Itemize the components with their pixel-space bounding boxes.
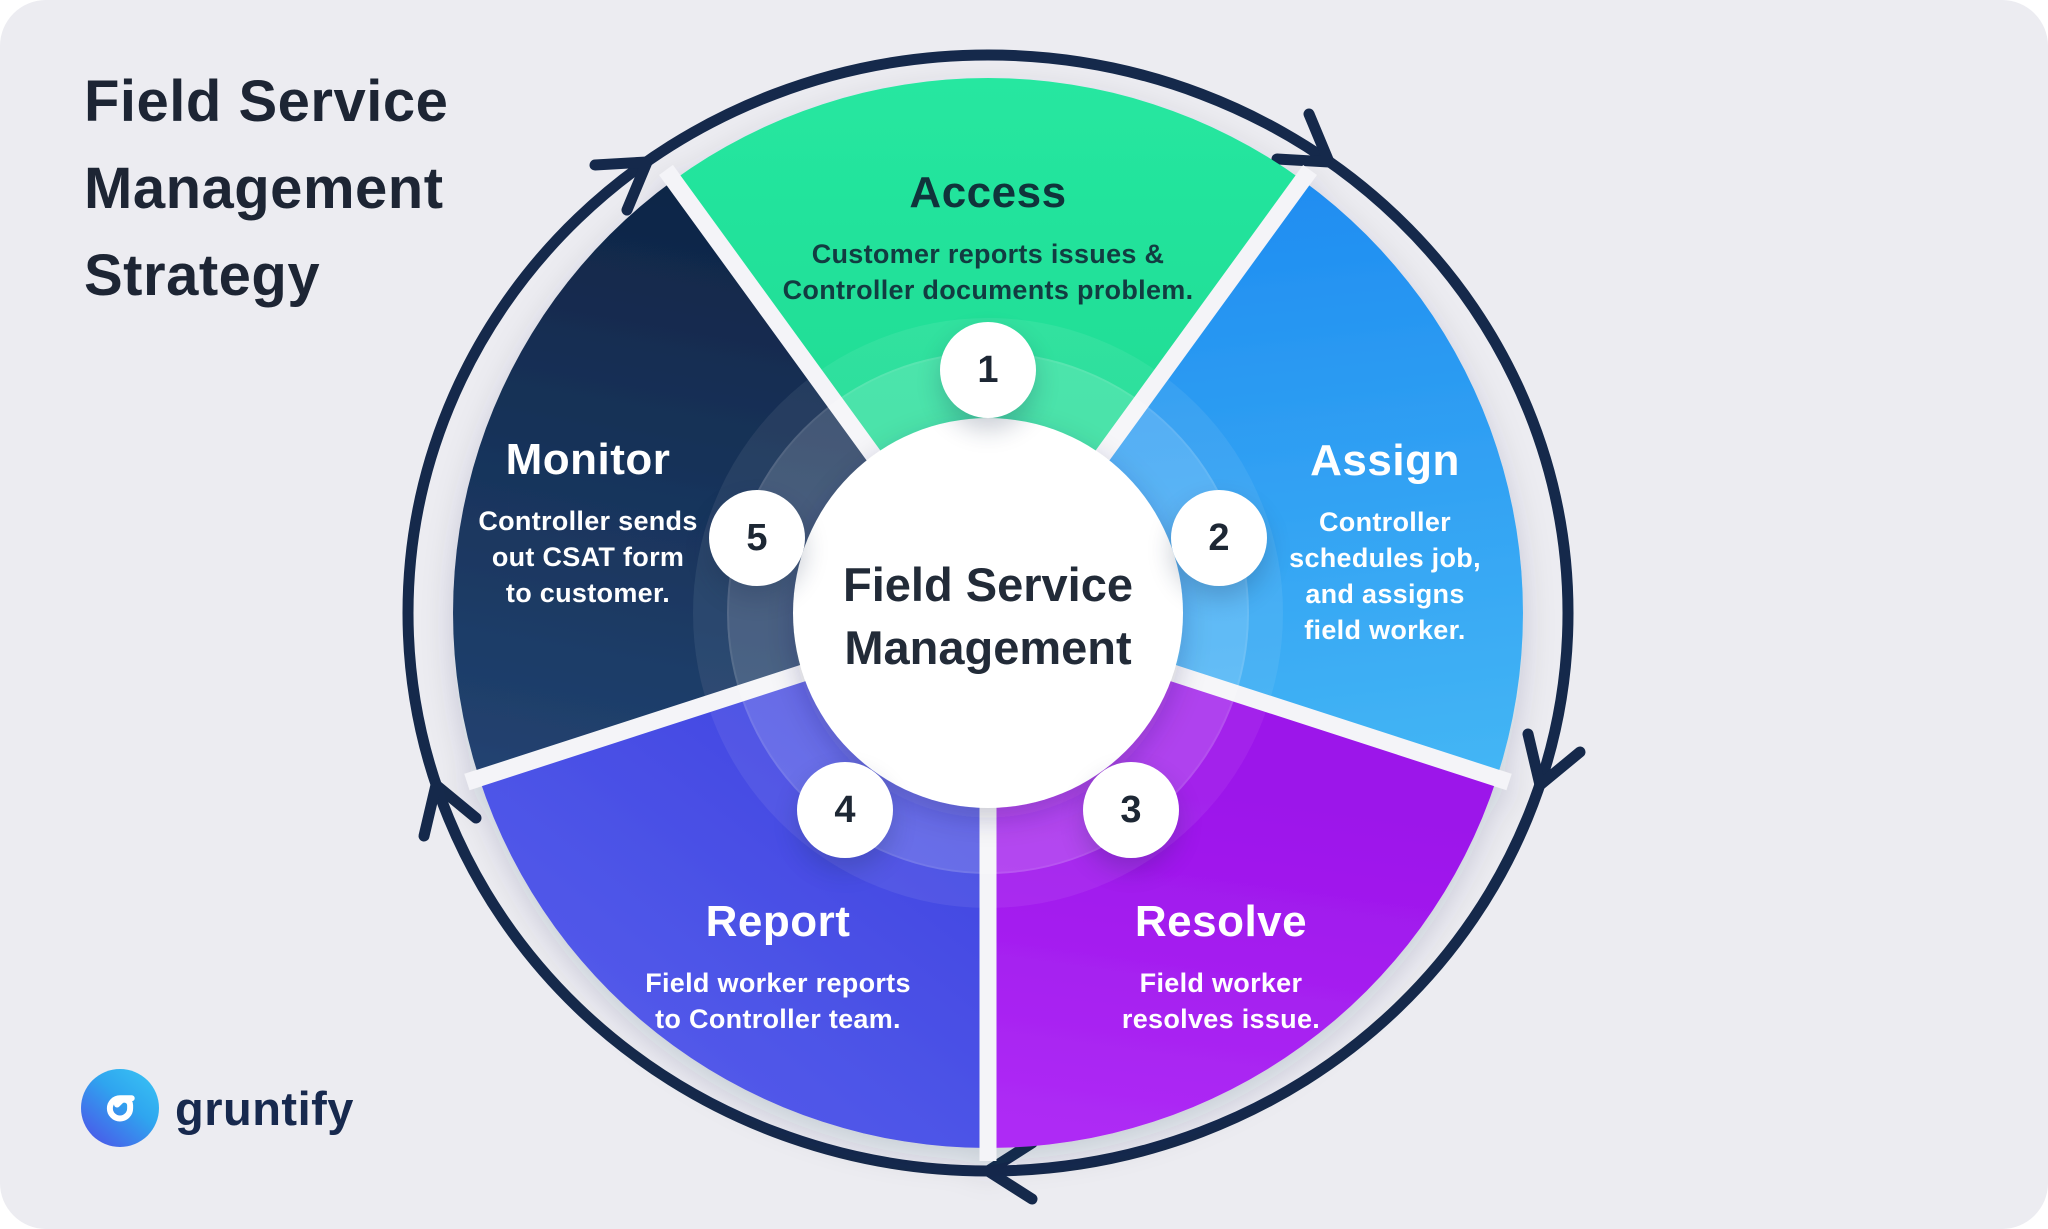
segment-body-line: Controller: [1318, 507, 1451, 537]
step-badge-4: 4: [797, 762, 893, 858]
arrowhead-icon: [1271, 108, 1335, 168]
gruntify-logo: gruntify: [81, 1069, 354, 1147]
page-title-line: Strategy: [84, 243, 321, 308]
gruntify-logo-icon: [81, 1069, 159, 1147]
segment-label-report: Report Field worker reports to Controlle…: [645, 895, 911, 1037]
segment-label-assign: Assign Controller schedules job, and ass…: [1289, 434, 1481, 648]
center-label-line: Field Service: [843, 558, 1133, 611]
step-number: 1: [977, 348, 999, 391]
center-label: Field Service Management: [843, 553, 1133, 679]
page-title-line: Management: [84, 156, 444, 221]
segment-heading: Assign: [1310, 436, 1460, 485]
segment-heading: Resolve: [1134, 897, 1308, 946]
segment-body-line: field worker.: [1304, 615, 1466, 645]
step-number: 2: [1208, 516, 1230, 559]
segment-label-resolve: Resolve Field worker resolves issue.: [1122, 895, 1320, 1037]
segment-body-line: Controller sends: [478, 506, 698, 536]
segment-body-line: to customer.: [505, 578, 671, 608]
segment-body-line: Field worker: [1139, 968, 1303, 998]
segment-heading: Access: [909, 168, 1067, 217]
segment-label-access: Access Customer reports issues & Control…: [783, 166, 1194, 308]
logo-text: gruntify: [175, 1081, 354, 1135]
segment-heading: Report: [705, 897, 851, 946]
segment-body-line: Customer reports issues &: [811, 239, 1165, 269]
arrowhead-icon: [589, 156, 653, 216]
segment-body-line: Field worker reports: [645, 968, 911, 998]
segment-label-monitor: Monitor Controller sends out CSAT form t…: [478, 433, 697, 611]
step-number: 5: [746, 516, 768, 559]
step-badge-3: 3: [1083, 762, 1179, 858]
segment-body-line: to Controller team.: [655, 1004, 901, 1034]
center-circle: [793, 418, 1183, 808]
page-title-line: Field Service: [84, 69, 449, 134]
step-badge-5: 5: [709, 490, 805, 586]
segment-body-line: resolves issue.: [1121, 1004, 1321, 1034]
arrowhead-icon: [1522, 728, 1586, 791]
step-badge-1: 1: [940, 322, 1036, 418]
arrowhead-icon: [418, 779, 482, 842]
page-title: Field Service Management Strategy: [84, 58, 448, 319]
segment-body-line: Controller documents problem.: [782, 275, 1194, 305]
arrowhead-icon: [982, 1137, 1038, 1205]
step-number: 4: [834, 788, 856, 831]
segment-body-line: out CSAT form: [491, 542, 685, 572]
segment-body-line: schedules job,: [1289, 543, 1481, 573]
g-spiral-icon: [106, 1095, 135, 1122]
step-number: 3: [1120, 788, 1142, 831]
segment-heading: Monitor: [505, 435, 671, 484]
center-label-line: Management: [844, 621, 1132, 674]
step-badge-2: 2: [1171, 490, 1267, 586]
segment-body-line: and assigns: [1305, 579, 1465, 609]
